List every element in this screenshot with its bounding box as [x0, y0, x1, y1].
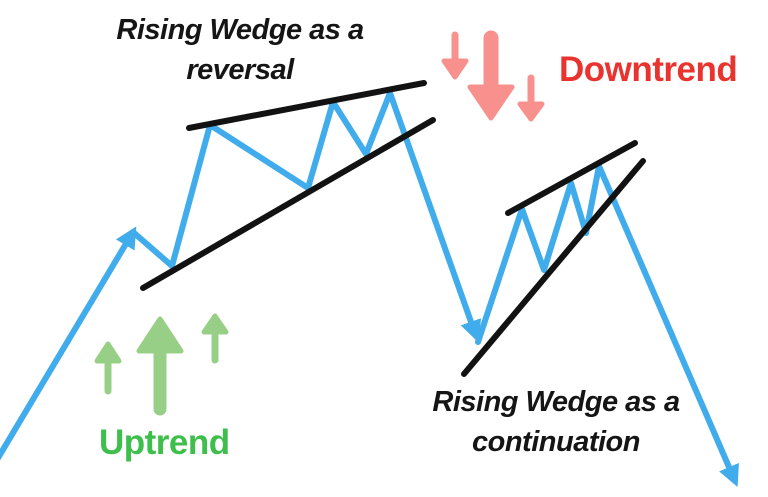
reversal-wedge-upper-trendline	[186, 80, 427, 131]
reversal-pattern-title: Rising Wedge as a reversal	[105, 10, 375, 90]
continuation-pattern-title-line1: Rising Wedge as a	[432, 386, 680, 418]
up-arrow-small-left-icon	[94, 341, 122, 395]
continuation-pattern-title: Rising Wedge as a continuation	[420, 382, 692, 462]
uptrend-label: Uptrend	[99, 423, 230, 462]
down-arrow-large-icon	[467, 30, 515, 121]
uptrend-price-line	[0, 226, 137, 461]
reversal-pattern-title-line2: reversal	[186, 54, 294, 86]
downtrend-arrows-icon	[441, 30, 545, 122]
reversal-wedge-price-line	[130, 90, 482, 343]
up-arrow-small-right-icon	[201, 313, 229, 364]
down-arrow-small-right-icon	[517, 74, 545, 122]
reversal-pattern-title-line1: Rising Wedge as a	[116, 14, 364, 46]
uptrend-arrows-icon	[94, 313, 229, 416]
continuation-wedge-upper-trendline	[505, 140, 638, 216]
continuation-pattern-title-line2: continuation	[472, 426, 640, 458]
downtrend-label: Downtrend	[559, 50, 738, 89]
reversal-wedge-lower-trendline	[140, 117, 436, 291]
continuation-wedge-lower-trendline	[461, 158, 646, 377]
down-arrow-small-left-icon	[441, 31, 469, 80]
up-arrow-large-icon	[136, 316, 184, 416]
